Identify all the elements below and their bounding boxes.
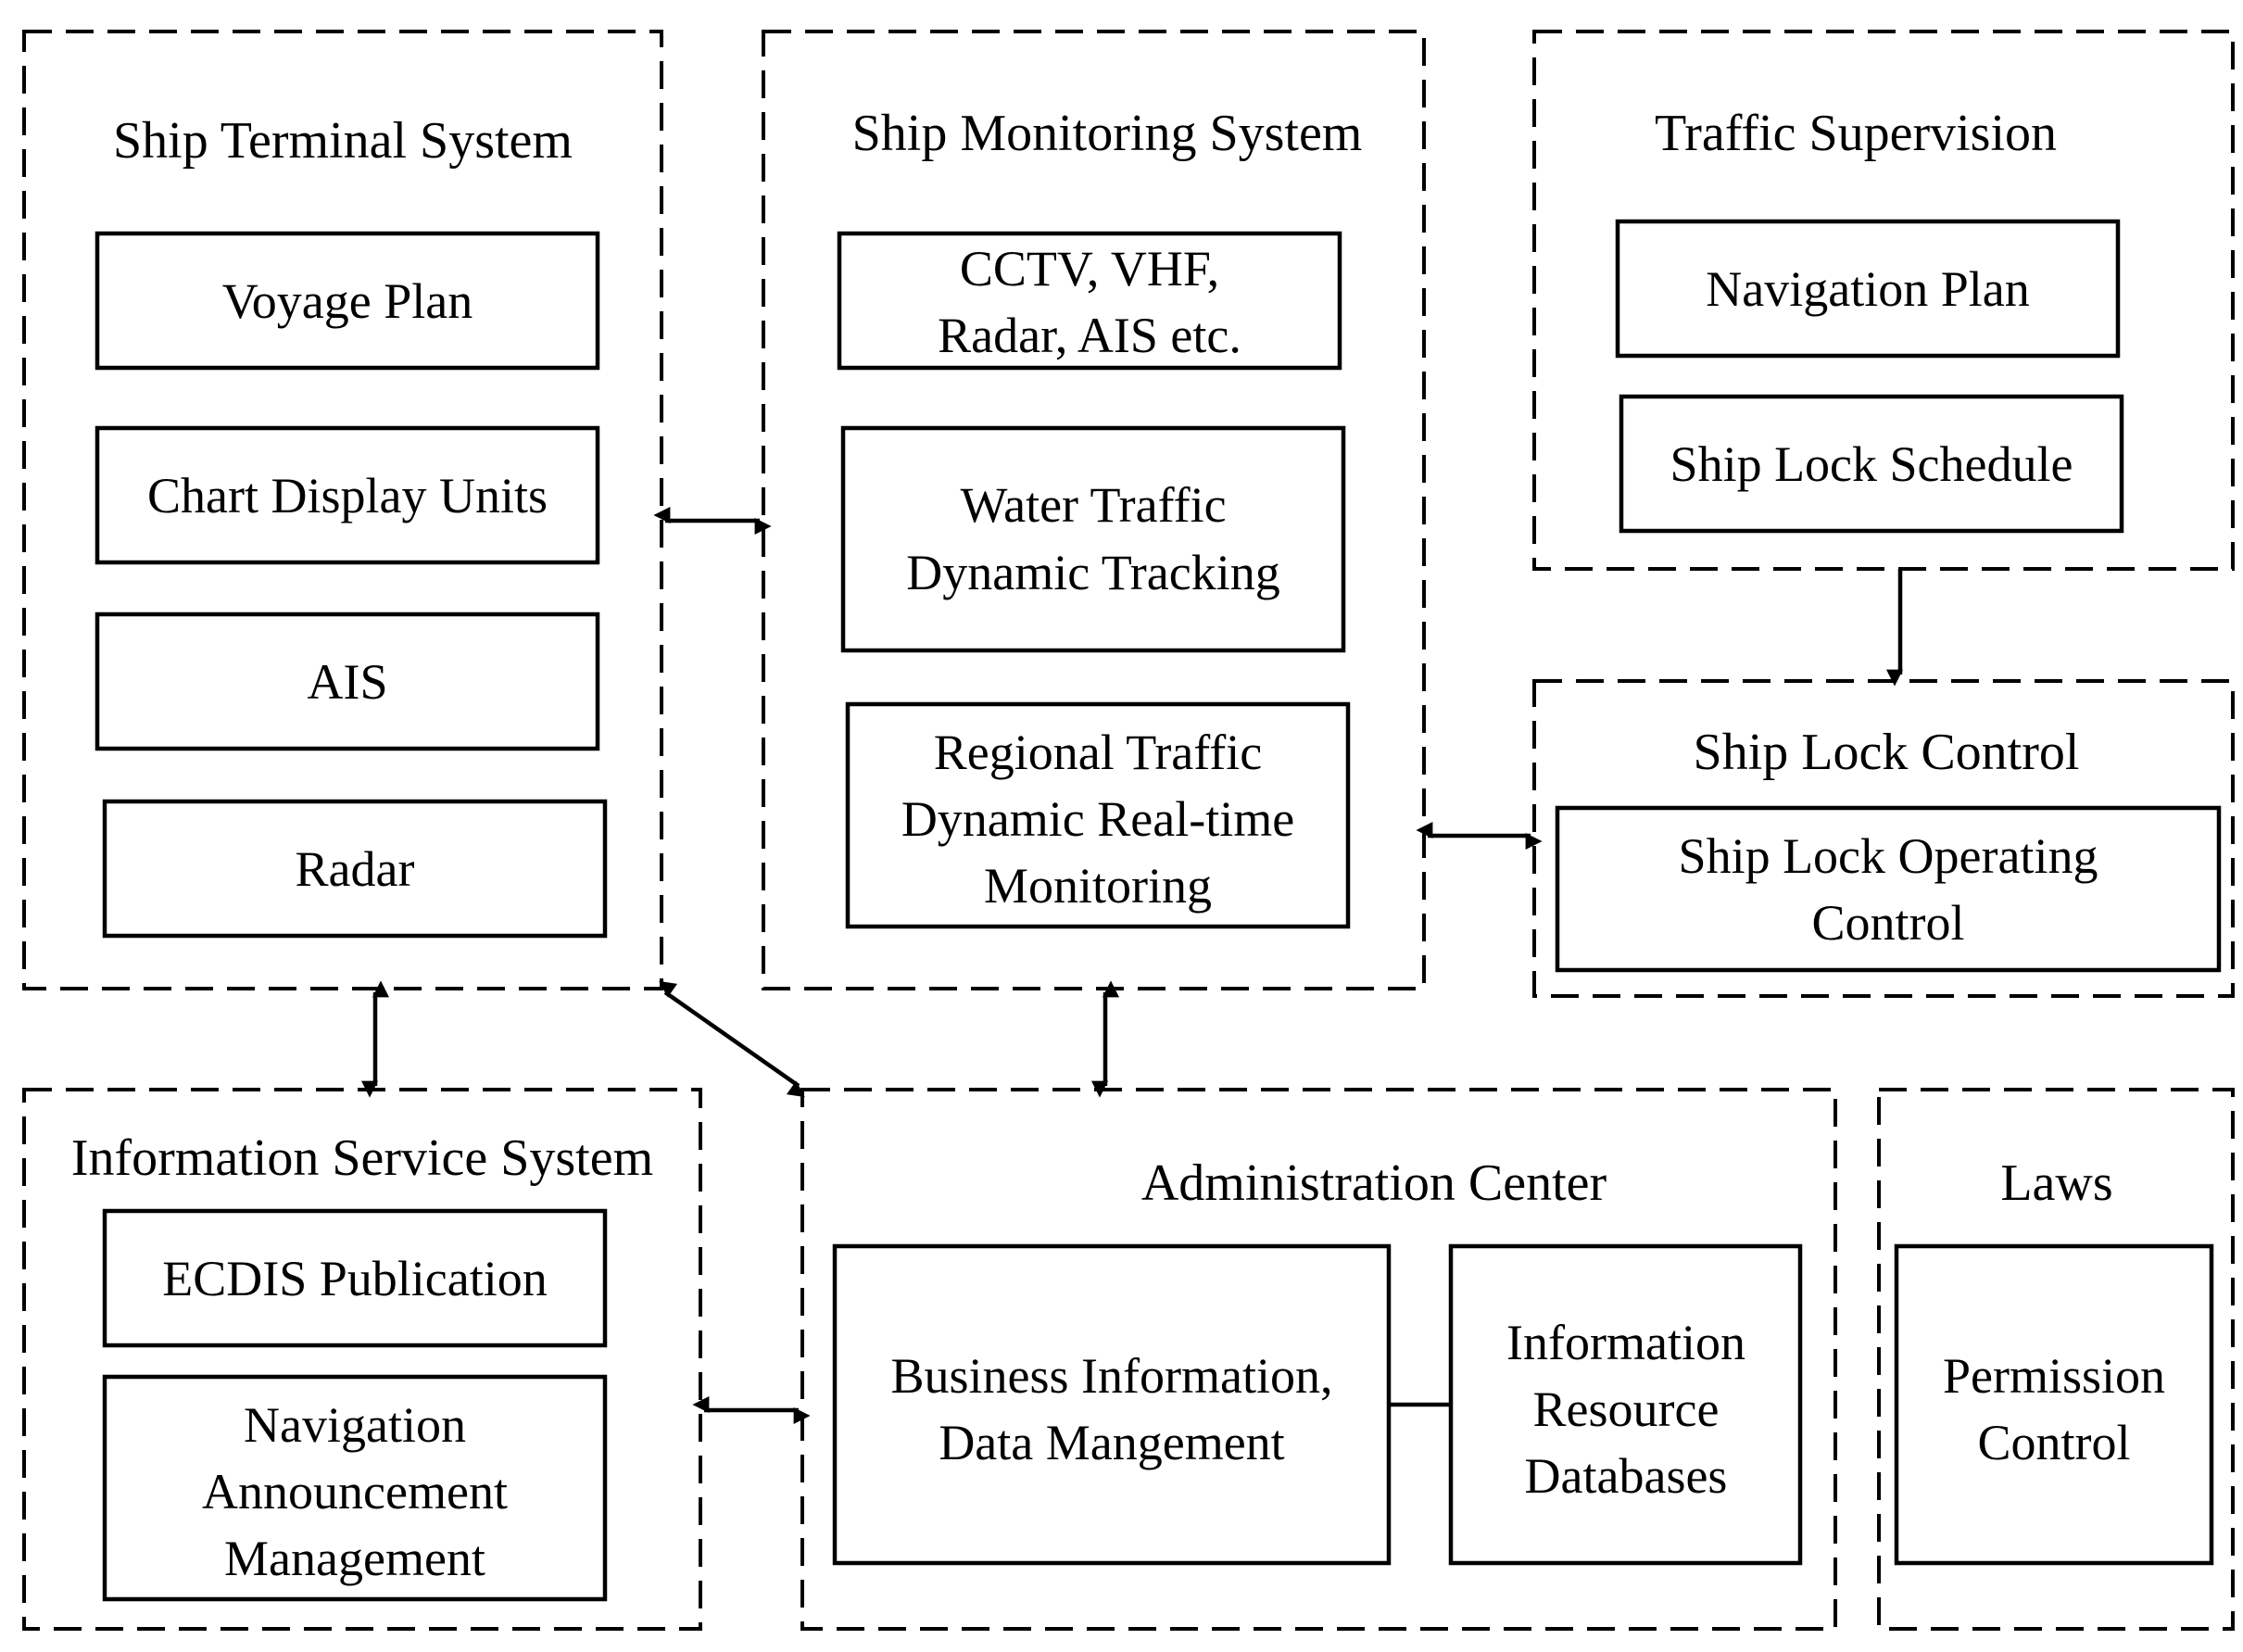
laws-border xyxy=(1877,1088,2235,1631)
ship-lock-operating-label-line-2: Control xyxy=(1811,895,1964,951)
traffic-supervision-border xyxy=(1532,30,2235,571)
ecdis-publication-label: ECDIS Publication xyxy=(162,1251,548,1306)
laws-title: Laws xyxy=(2000,1154,2112,1212)
voyage-plan-label: Voyage Plan xyxy=(222,273,473,329)
regional-traffic-label-line-1: Regional Traffic xyxy=(934,725,1262,780)
cctv-vhf-label-line-1: CCTV, VHF, xyxy=(960,241,1219,296)
ship-monitoring-system-group: Ship Monitoring System CCTV, VHF, Radar,… xyxy=(762,30,1426,990)
terminal-admin-arrow xyxy=(659,980,805,1098)
water-traffic-dynamic-tracking-box: Water Traffic Dynamic Tracking xyxy=(840,425,1346,653)
radar-label: Radar xyxy=(296,841,415,897)
ecdis-publication-box: ECDIS Publication xyxy=(102,1208,608,1348)
ship-terminal-system-group: Ship Terminal System Voyage Plan Chart D… xyxy=(22,30,663,990)
ais-box: AIS xyxy=(95,612,600,751)
information-resource-label-line-2: Resource xyxy=(1533,1381,1720,1437)
ship-lock-control-border xyxy=(1532,679,2235,998)
business-information-data-management-box: Business Information, Data Mangement xyxy=(832,1243,1392,1566)
administration-center-group: Administration Center Business Informati… xyxy=(800,1088,1837,1631)
information-resource-databases-box: Information Resource Databases xyxy=(1448,1243,1803,1566)
business-information-label-line-1: Business Information, xyxy=(891,1348,1333,1404)
permission-control-box: Permission Control xyxy=(1894,1243,2214,1566)
ship-lock-schedule-box: Ship Lock Schedule xyxy=(1619,394,2124,534)
water-traffic-label-line-1: Water Traffic xyxy=(960,477,1226,533)
information-resource-label-line-3: Databases xyxy=(1525,1448,1728,1504)
cctv-vhf-label-line-2: Radar, AIS etc. xyxy=(938,308,1241,363)
ship-terminal-system-border xyxy=(22,30,663,990)
ship-lock-control-title: Ship Lock Control xyxy=(1694,724,2080,781)
traffic-supervision-group: Traffic Supervision Navigation Plan Ship… xyxy=(1532,30,2235,571)
ship-lock-control-group: Ship Lock Control Ship Lock Operating Co… xyxy=(1532,679,2235,998)
ship-lock-schedule-label: Ship Lock Schedule xyxy=(1670,436,2073,492)
information-service-system-group: Information Service System ECDIS Publica… xyxy=(22,1088,702,1631)
business-information-label-line-2: Data Mangement xyxy=(939,1415,1284,1470)
chart-display-units-label: Chart Display Units xyxy=(147,468,548,523)
voyage-plan-box: Voyage Plan xyxy=(95,231,600,371)
navigation-announcement-management-box: Navigation Announcement Management xyxy=(102,1374,608,1602)
ship-terminal-system-title: Ship Terminal System xyxy=(113,112,573,170)
laws-group: Laws Permission Control xyxy=(1877,1088,2235,1631)
navigation-announcement-label-line-1: Navigation xyxy=(244,1397,466,1453)
regional-traffic-label-line-2: Dynamic Real-time xyxy=(901,791,1294,847)
permission-control-label-line-1: Permission xyxy=(1943,1348,2165,1404)
administration-center-border xyxy=(800,1088,1837,1631)
regional-traffic-monitoring-box: Regional Traffic Dynamic Real-time Monit… xyxy=(845,701,1351,929)
traffic-supervision-title: Traffic Supervision xyxy=(1655,105,2057,162)
navigation-plan-label: Navigation Plan xyxy=(1706,261,2029,317)
navigation-plan-box: Navigation Plan xyxy=(1615,219,2121,359)
radar-box: Radar xyxy=(102,799,608,939)
ship-lock-operating-control-box: Ship Lock Operating Control xyxy=(1555,805,2222,973)
chart-display-units-box: Chart Display Units xyxy=(95,425,600,565)
ship-lock-operating-label-line-1: Ship Lock Operating xyxy=(1679,828,2098,884)
ais-label: AIS xyxy=(307,654,387,710)
administration-center-title: Administration Center xyxy=(1141,1154,1607,1212)
regional-traffic-label-line-3: Monitoring xyxy=(984,858,1212,914)
permission-control-label-line-2: Control xyxy=(1977,1415,2130,1470)
water-traffic-label-line-2: Dynamic Tracking xyxy=(906,545,1279,600)
ship-monitoring-system-title: Ship Monitoring System xyxy=(852,105,1363,162)
cctv-vhf-radar-ais-box: CCTV, VHF, Radar, AIS etc. xyxy=(837,231,1342,371)
navigation-announcement-label-line-3: Management xyxy=(224,1531,485,1586)
navigation-announcement-label-line-2: Announcement xyxy=(202,1464,508,1520)
information-resource-label-line-1: Information xyxy=(1506,1315,1745,1370)
information-service-system-title: Information Service System xyxy=(71,1129,653,1187)
